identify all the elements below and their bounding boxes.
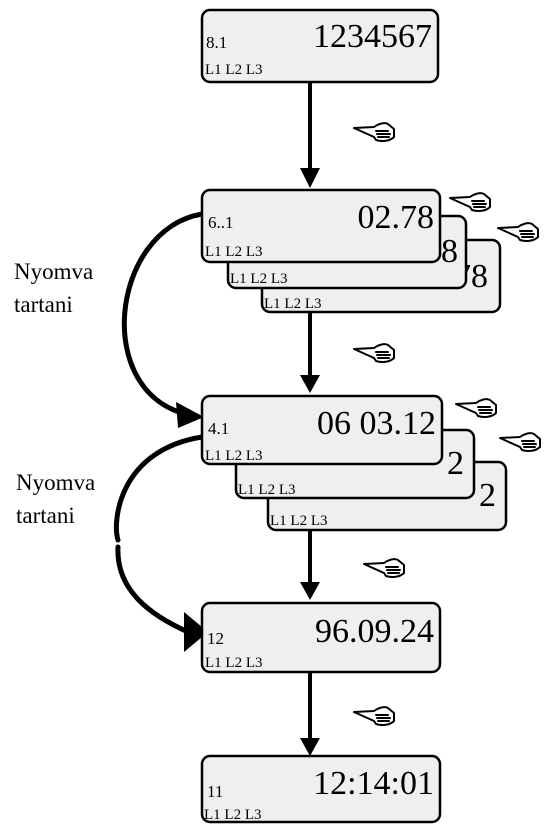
display-phases: L1 L2 L3	[205, 655, 263, 671]
pointing-hand-icon	[455, 398, 497, 418]
side-label-2-line1: Nyomva	[16, 470, 95, 495]
side-label-1-line2: tartani	[14, 292, 73, 317]
display-value: 1234567	[313, 18, 432, 55]
stack-phases: L1 L2 L3	[270, 513, 328, 529]
pointing-hand-icon	[353, 343, 395, 363]
display-2: 6..1 02.78 L1 L2 L3	[200, 188, 442, 264]
display-phases: L1 L2 L3	[204, 807, 262, 823]
display-value: 96.09.24	[315, 613, 434, 650]
display-5: 11 12:14:01 L1 L2 L3	[200, 754, 442, 824]
pointing-hand-icon	[363, 558, 405, 578]
display-code: 8.1	[206, 33, 227, 52]
side-label-2-line2: tartani	[16, 503, 75, 528]
pointing-hand-icon	[497, 222, 539, 242]
stack-phases: L1 L2 L3	[264, 296, 322, 312]
display-value: 02.78	[358, 199, 435, 236]
stack-value: 2	[479, 477, 496, 514]
display-code: 11	[207, 782, 223, 801]
display-phases: L1 L2 L3	[205, 244, 263, 260]
arrow-3-to-4	[300, 528, 320, 600]
stack-phases: L1 L2 L3	[238, 482, 296, 498]
pointing-hand-icon	[499, 432, 541, 452]
side-label-1-line1: Nyomva	[14, 259, 93, 284]
arrow-4-to-5	[300, 672, 320, 756]
display-3: 4.1 06 03.12 L1 L2 L3	[200, 394, 444, 466]
display-phases: L1 L2 L3	[205, 448, 263, 464]
display-1: 8.1 1234567 L1 L2 L3	[200, 8, 440, 84]
hold-arrow-2	[113, 434, 208, 652]
pointing-hand-icon	[353, 706, 395, 726]
display-phases: L1 L2 L3	[205, 62, 263, 78]
stack-phases: L1 L2 L3	[230, 271, 288, 287]
display-code: 6..1	[208, 213, 234, 232]
hold-arrow-1	[121, 211, 205, 428]
arrow-1-to-2	[300, 82, 320, 188]
pointing-hand-icon	[353, 122, 395, 142]
arrow-2-to-3	[300, 312, 320, 393]
stack-value: 8	[441, 233, 458, 270]
pointing-hand-icon	[449, 192, 491, 212]
display-value: 06 03.12	[317, 405, 436, 442]
display-code: 4.1	[208, 419, 229, 438]
display-value: 12:14:01	[313, 765, 434, 802]
stack-value: 2	[447, 445, 464, 482]
display-4: 12 96.09.24 L1 L2 L3	[200, 601, 442, 674]
display-code: 12	[207, 629, 224, 648]
